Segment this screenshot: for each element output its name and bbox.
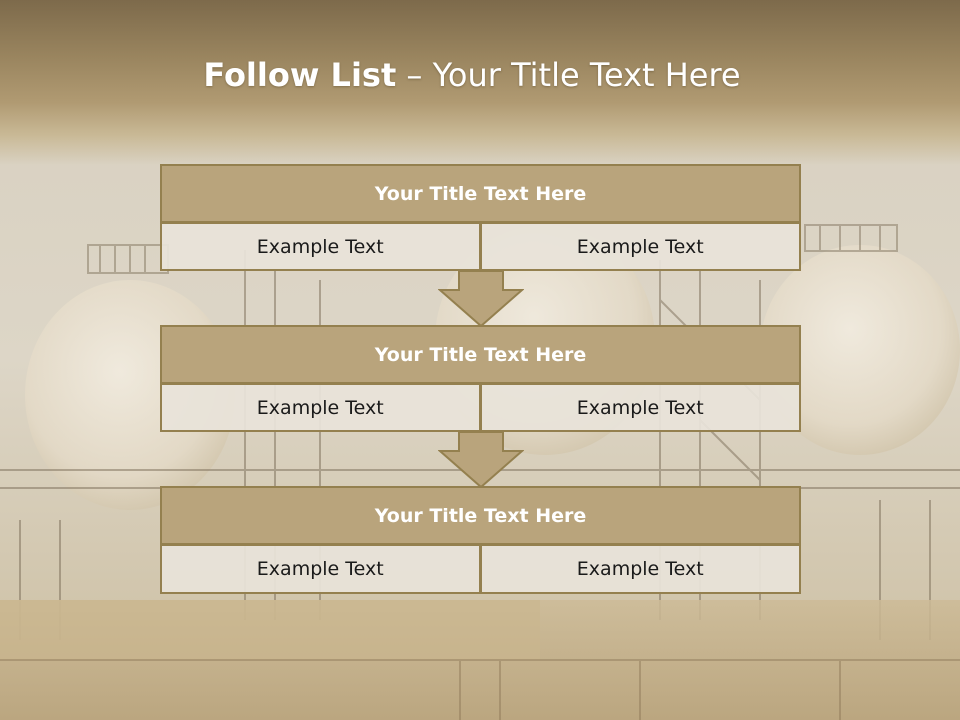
step-1-cell-right: Example Text: [480, 222, 801, 271]
slide-title-rest: – Your Title Text Here: [396, 56, 741, 94]
step-1-row: Example Text Example Text: [160, 222, 801, 271]
slide-title: Follow List – Your Title Text Here: [0, 56, 944, 94]
step-2-cell-left: Example Text: [160, 383, 481, 432]
step-3-cell-left: Example Text: [160, 544, 481, 594]
step-3-title: Your Title Text Here: [160, 486, 801, 545]
flow-step-3: Your Title Text Here Example Text Exampl…: [160, 486, 801, 594]
slide-title-bold: Follow List: [203, 56, 397, 94]
down-arrow-icon: [438, 431, 524, 489]
step-3-cell-right: Example Text: [480, 544, 801, 594]
flow-step-2: Your Title Text Here Example Text Exampl…: [160, 325, 801, 432]
down-arrow-icon: [438, 270, 524, 328]
header-band: [0, 0, 960, 165]
step-3-row: Example Text Example Text: [160, 544, 801, 594]
step-2-title: Your Title Text Here: [160, 325, 801, 384]
flow-step-1: Your Title Text Here Example Text Exampl…: [160, 164, 801, 271]
step-2-cell-right: Example Text: [480, 383, 801, 432]
step-1-title: Your Title Text Here: [160, 164, 801, 223]
step-1-cell-left: Example Text: [160, 222, 481, 271]
step-2-row: Example Text Example Text: [160, 383, 801, 432]
